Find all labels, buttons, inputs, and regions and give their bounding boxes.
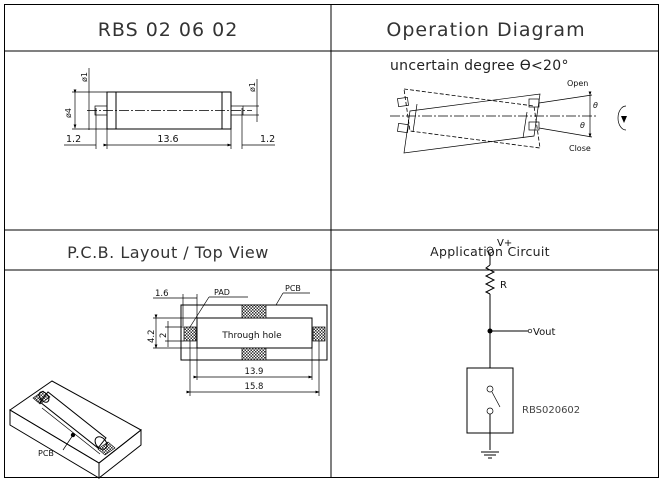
pad-bottom	[241, 347, 267, 361]
close-label: Close	[569, 144, 591, 153]
output-terminal	[527, 328, 533, 334]
pcb-label: PCB	[285, 284, 301, 293]
pad-left	[183, 326, 197, 342]
open-label: Open	[567, 79, 588, 88]
sheet-frame	[4, 4, 659, 478]
hole-length-label: 13.9	[245, 367, 264, 377]
uncertain-degree-note: uncertain degree ϴ<20°	[390, 58, 569, 74]
rotate-clockwise-icon	[617, 105, 627, 131]
operation-diagram-title: Operation Diagram	[386, 19, 585, 41]
pad-right	[312, 326, 326, 342]
body-diameter-label: ø4	[64, 108, 73, 118]
pad-span-label: 15.8	[245, 382, 264, 392]
through-hole-label: Through hole	[221, 331, 282, 341]
pad-width-label: 1.6	[155, 289, 169, 299]
supply-label: V+	[497, 238, 512, 249]
switch-contact	[491, 391, 501, 408]
output-label: Vout	[533, 327, 556, 338]
dimension-drawing: ø4 ø1 ø1 1.2 13.6 1.2	[64, 68, 275, 149]
iso-pcb-label: PCB	[38, 449, 54, 458]
pcb-top-view: Through hole 1.6 PAD PCB 4.2 2 13.9	[147, 284, 328, 396]
application-circuit: V+ R Vout RBS020602	[466, 238, 580, 459]
resistor	[484, 264, 496, 295]
lead-diameter-left-label: ø1	[80, 72, 89, 82]
pcb-layout-title: P.C.B. Layout / Top View	[67, 243, 269, 262]
ground-icon	[481, 451, 499, 459]
lead-length-left-label: 1.2	[66, 134, 81, 145]
theta-upper-label: θ	[593, 101, 598, 110]
pad-height-label: 2	[159, 333, 169, 338]
application-circuit-title: Application Circuit	[430, 244, 550, 259]
theta-lower-label: θ	[580, 121, 585, 130]
outer-height-label: 4.2	[147, 329, 157, 343]
pcb-isometric-view: PCB	[9, 380, 142, 480]
switch-label: RBS020602	[522, 405, 580, 416]
pad-label: PAD	[214, 288, 230, 297]
resistor-label: R	[500, 280, 507, 291]
lead-length-right-label: 1.2	[260, 134, 275, 145]
pad-top	[241, 304, 267, 319]
lead-diameter-right-label: ø1	[248, 82, 257, 92]
operation-diagram: θ θ Open Close	[390, 79, 627, 154]
part-number-title: RBS 02 06 02	[98, 19, 239, 41]
body-length-label: 13.6	[157, 134, 178, 145]
